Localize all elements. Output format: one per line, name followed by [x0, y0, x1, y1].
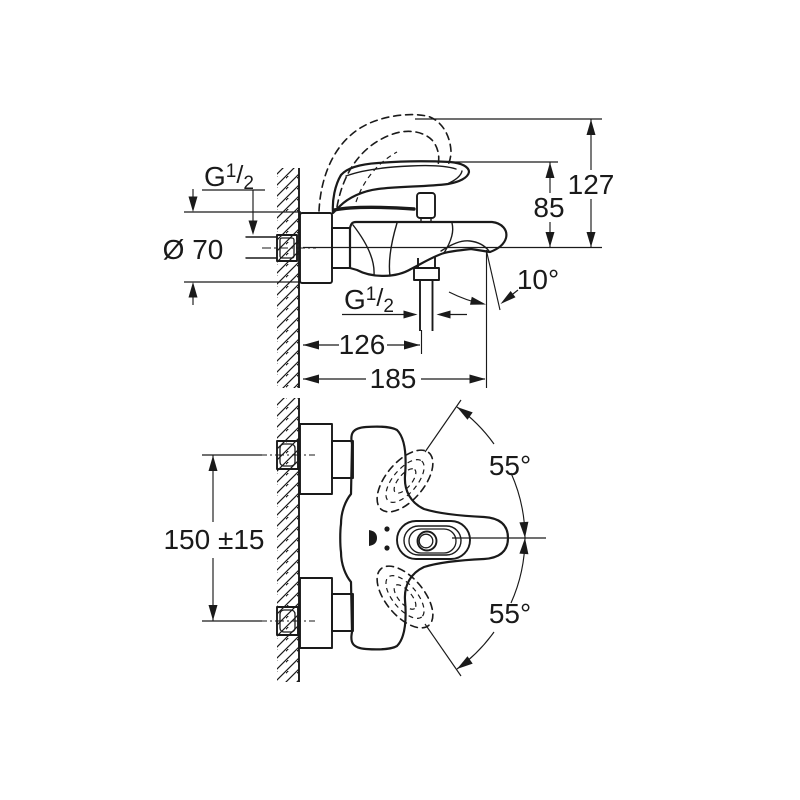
- wall-hatch: [277, 168, 299, 388]
- spout-angle-ray: [485, 250, 501, 311]
- spout-joint-line: [443, 222, 454, 254]
- dim-wall-to-spout: 185: [303, 363, 486, 394]
- wall-to-spout-label: 185: [370, 363, 417, 394]
- swing-angle-lower-label: 55°: [489, 598, 531, 629]
- handle-ghost-swung-down: [376, 565, 434, 629]
- faucet-body-plan: [339, 425, 510, 651]
- thread-bottom-label: G1/2: [344, 284, 394, 317]
- dim-wall-to-outlet: 126: [303, 329, 420, 360]
- outlet-pipe-nut: [413, 267, 440, 281]
- wall-section: [277, 168, 300, 388]
- swing-ray-upper: [424, 399, 462, 453]
- handle-spout-height-label: 85: [533, 192, 564, 223]
- handle-gap-shadow: [332, 205, 416, 212]
- connection-upper: [258, 423, 354, 495]
- dim-handle-spout-height: 85: [533, 162, 565, 247]
- diverter-knob: [416, 192, 436, 223]
- faucet-body-side: [348, 192, 508, 331]
- handle-front-rings: [396, 520, 471, 560]
- dim-thread-bottom: G1/2: [342, 284, 467, 319]
- wall-union: [245, 234, 316, 262]
- plan-view: 150 ±15 55° 55°: [163, 398, 546, 682]
- wall-to-outlet-label: 126: [339, 329, 386, 360]
- dim-swing-angles: 55° 55°: [424, 399, 546, 677]
- dim-overall-height: 127: [568, 119, 615, 247]
- overall-height-label: 127: [568, 169, 615, 200]
- dim-escutcheon-diameter: Ø 70: [163, 189, 301, 305]
- indicator-dot-upper: [384, 526, 390, 532]
- side-view: G1/2 Ø 70 127 8: [163, 113, 615, 394]
- handle-ghost-swung-up: [376, 449, 434, 513]
- body-dome-line2: [388, 222, 398, 277]
- dim-connection-spacing: 150 ±15: [163, 454, 265, 622]
- connection-spacing-label: 150 ±15: [163, 524, 264, 555]
- indicator-dot-lower: [384, 545, 390, 551]
- outlet-pipe: [413, 256, 440, 331]
- dim-spout-angle: 10°: [448, 250, 559, 311]
- body-dome-line: [352, 224, 375, 276]
- spout-angle-label: 10°: [517, 264, 559, 295]
- lever-handle-ghost-raised: [318, 113, 452, 212]
- swing-ray-lower: [424, 623, 462, 677]
- thread-top-label: G1/2: [204, 161, 254, 194]
- dim-thread-top: G1/2: [202, 161, 265, 235]
- connection-lower: [258, 577, 354, 649]
- swing-angle-upper-label: 55°: [489, 450, 531, 481]
- temperature-mark: [369, 530, 377, 546]
- escutcheon-diameter-label: Ø 70: [163, 234, 224, 265]
